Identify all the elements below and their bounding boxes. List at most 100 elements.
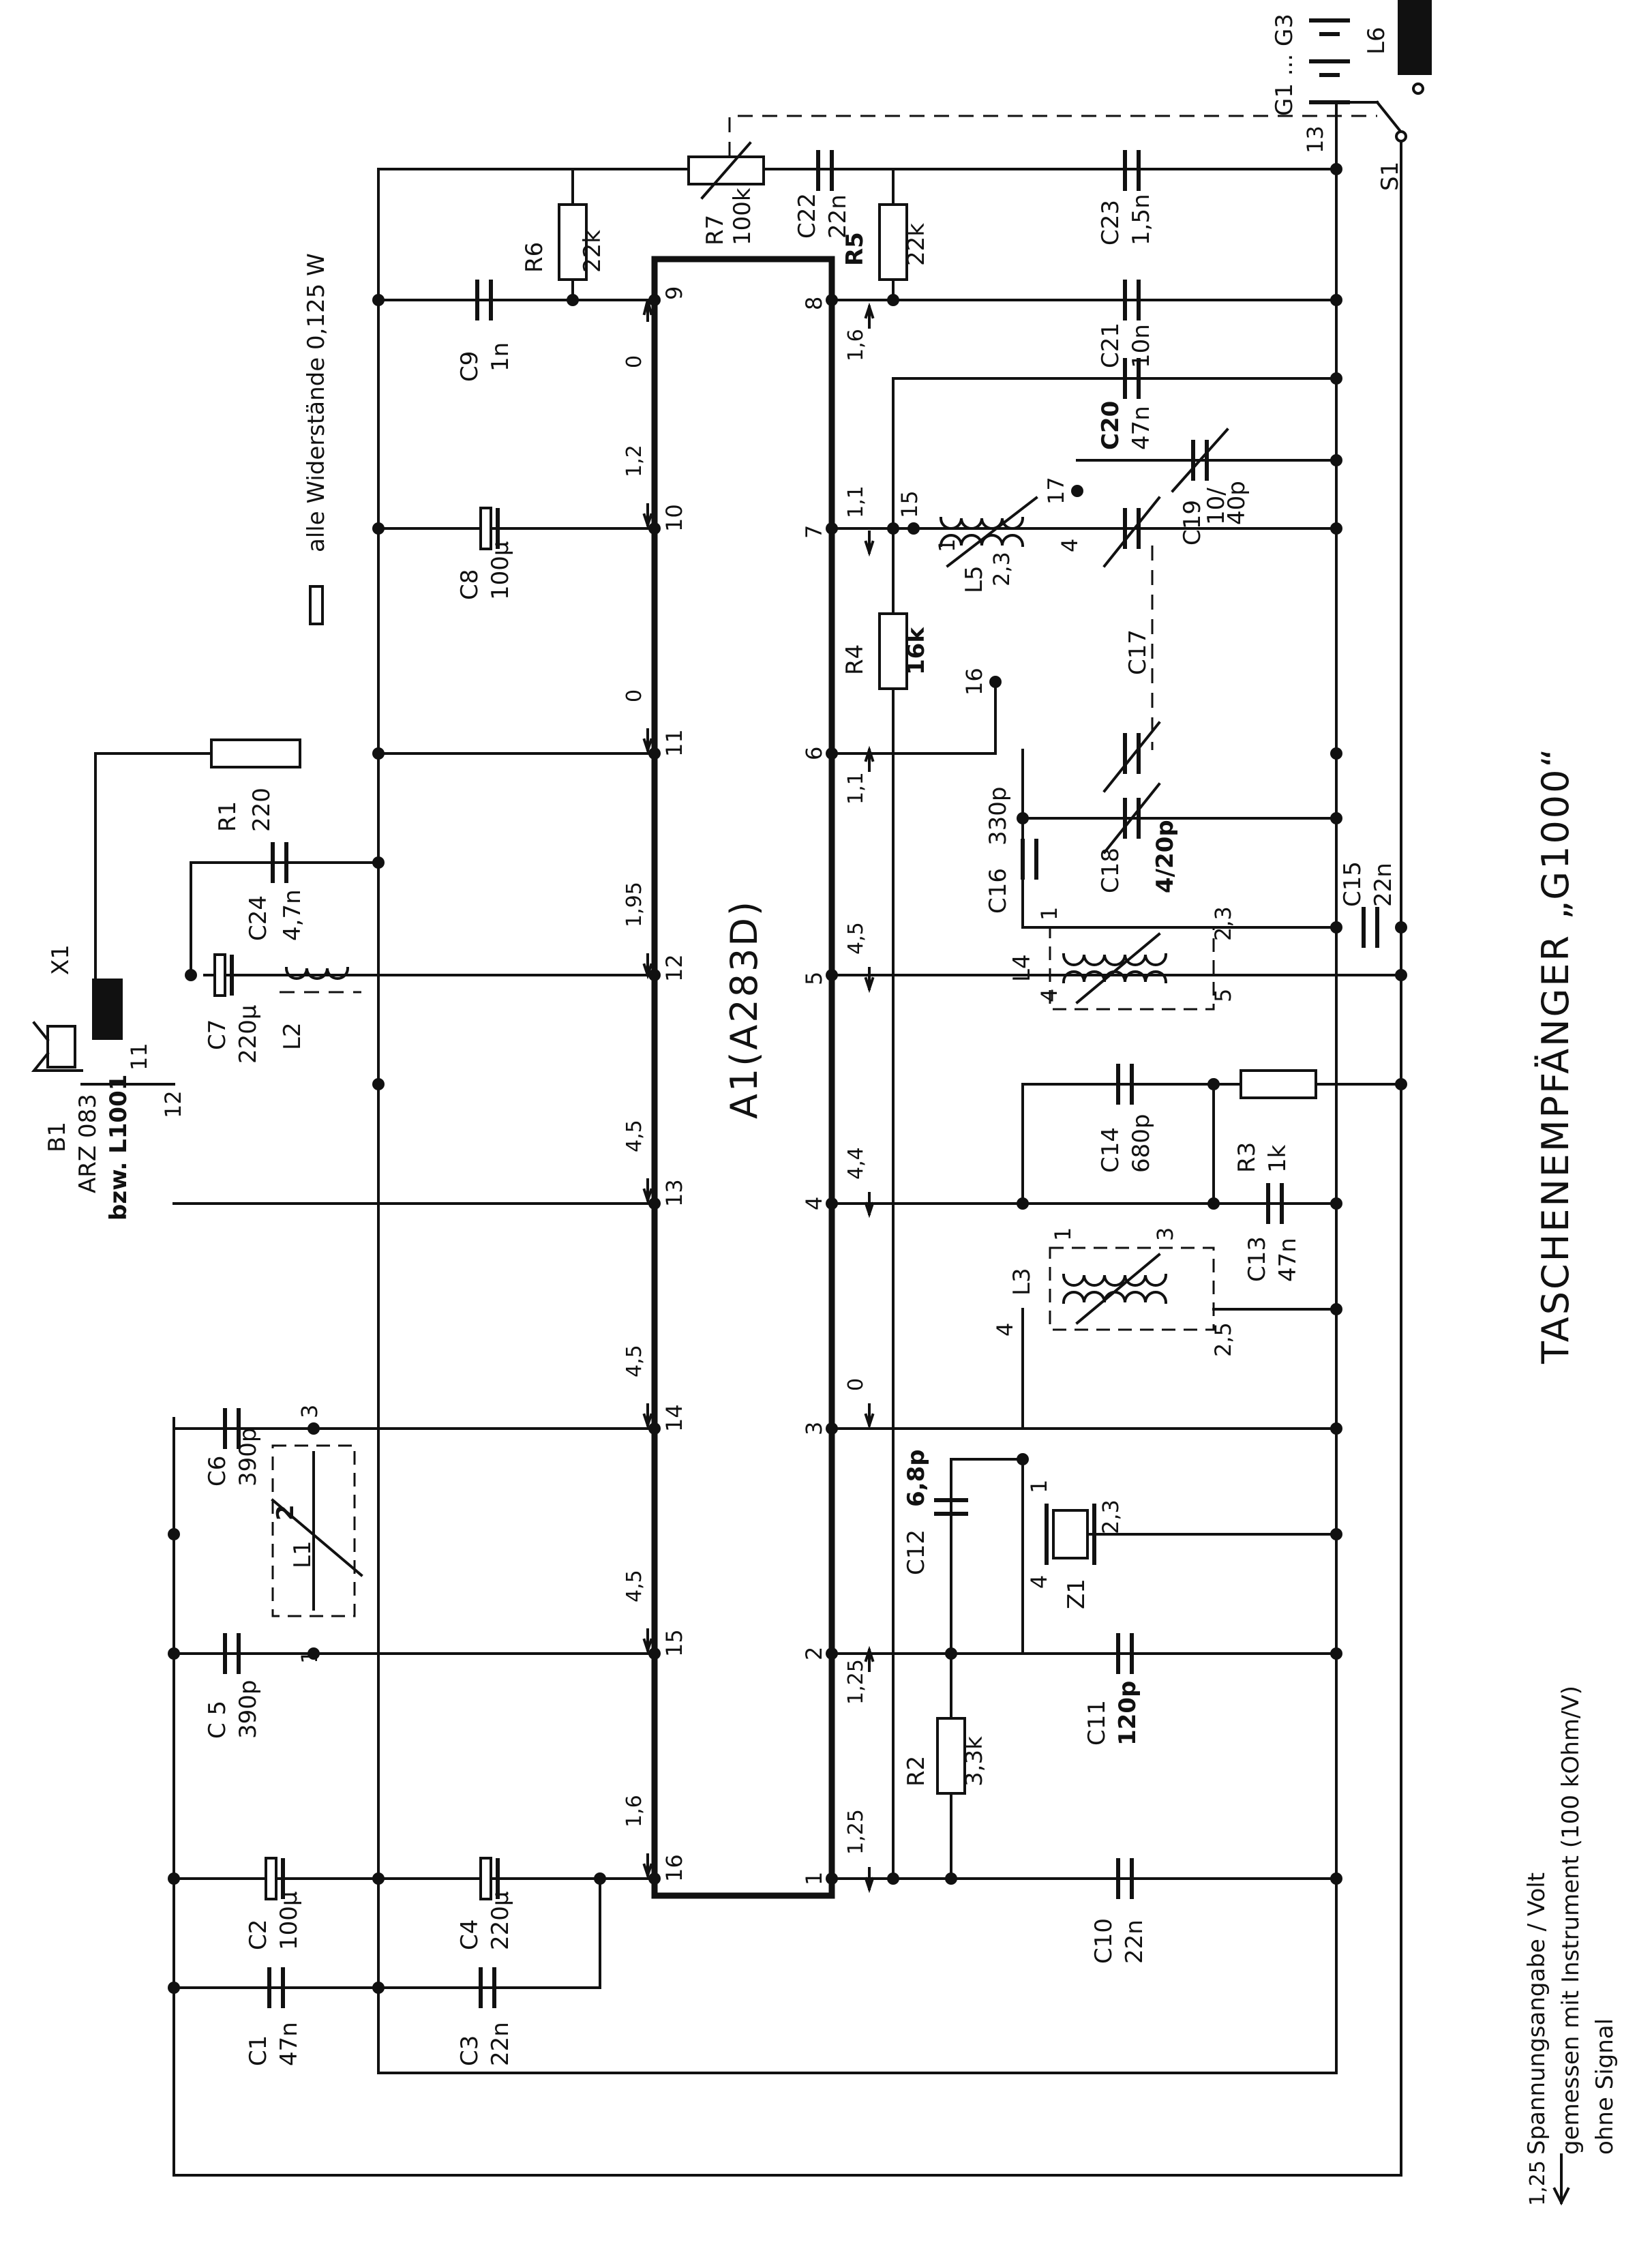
c23-capacitor: C23 1,5n xyxy=(1097,150,1155,245)
pin-13: 13 xyxy=(661,1179,687,1207)
c7-capacitor: C7 220µ xyxy=(204,953,262,1064)
c4-capacitor: C4 220µ xyxy=(456,1857,514,1950)
l3-inductor: L3 1 3 4 2,5 xyxy=(992,1227,1236,1357)
r6-ref: R6 xyxy=(521,242,548,273)
c8-value: 100µ xyxy=(487,541,514,600)
c20-ref: C20 xyxy=(1097,401,1124,450)
legend-example-value: 1,25 xyxy=(1526,2160,1550,2206)
r3-value: 1k xyxy=(1264,1144,1291,1173)
ic-label: A1(A283D) xyxy=(723,899,766,1119)
l1-inductor: L1 3 2 1 xyxy=(271,1405,363,1664)
c23-ref: C23 xyxy=(1097,200,1124,245)
c1-ref: C1 xyxy=(245,2035,272,2066)
pin-2: 2 xyxy=(801,1647,827,1660)
c12-ref: C12 xyxy=(903,1529,930,1575)
legend-line-1: Spannungsangabe / Volt xyxy=(1523,1872,1550,2155)
b1-type: ARZ 083 xyxy=(74,1094,102,1193)
pin-6: 6 xyxy=(801,747,827,760)
r3-ref: R3 xyxy=(1233,1142,1261,1173)
c9-ref: C9 xyxy=(456,351,483,382)
c13-capacitor: C13 47n xyxy=(1244,1183,1302,1282)
voltage-pin-12: 1,95 xyxy=(622,882,646,927)
c3-ref: C3 xyxy=(456,2035,483,2066)
c21-ref: C21 xyxy=(1097,323,1124,368)
pin-1: 1 xyxy=(801,1872,827,1885)
c17-ref: C17 xyxy=(1124,629,1152,675)
c6-ref: C6 xyxy=(204,1456,231,1487)
voltage-pin-9: 0 xyxy=(622,355,646,368)
l1-ref: L1 xyxy=(289,1540,316,1568)
pin-7: 7 xyxy=(801,525,827,539)
c5-capacitor: C 5 390p xyxy=(204,1633,262,1739)
voltage-pin-6: 1,1 xyxy=(844,772,868,805)
c4-value: 220µ xyxy=(487,1891,514,1950)
c6-capacitor: C6 390p xyxy=(204,1408,262,1487)
c18-value: 4/20p xyxy=(1152,820,1179,893)
voltage-pin-1: 1,25 xyxy=(844,1809,868,1855)
c9-capacitor: C9 1n xyxy=(456,280,514,382)
c10-value: 22n xyxy=(1121,1920,1148,1964)
l1-terminal-3: 3 xyxy=(297,1405,322,1418)
right-voltages: 1,6 1,1 1,1 4,5 4,4 0 1,25 1,25 xyxy=(844,329,868,1855)
pin-14: 14 xyxy=(661,1404,687,1432)
pin-16: 16 xyxy=(661,1854,687,1882)
pin-3: 3 xyxy=(801,1422,827,1435)
legend-line-2: gemessen mit Instrument (100 kOhm/V) xyxy=(1557,1686,1585,2155)
c10-capacitor: C10 22n xyxy=(1090,1858,1148,1964)
l3-terminal-25: 2,5 xyxy=(1210,1322,1236,1357)
l2-inductor: L2 xyxy=(279,966,361,1050)
ic-left-pin-numbers: 9 10 11 12 13 14 15 16 xyxy=(661,286,687,1882)
c11-capacitor: C11 120p xyxy=(1083,1633,1141,1746)
l3-terminal-3: 3 xyxy=(1152,1227,1178,1241)
r2-ref: R2 xyxy=(903,1756,930,1787)
c14-capacitor: C14 680p xyxy=(1097,1064,1155,1173)
c8-ref: C8 xyxy=(456,569,483,600)
r3-resistor: R3 1k xyxy=(1233,1069,1317,1173)
speaker-b1: B1 ARZ 083 bzw. L1001 11 12 xyxy=(31,1021,186,1221)
pin-4: 4 xyxy=(801,1197,827,1210)
voltage-pin-14: 4,5 xyxy=(622,1345,646,1377)
legend-line-3: ohne Signal xyxy=(1591,2018,1619,2155)
c2-ref: C2 xyxy=(245,1920,272,1950)
c22-capacitor: C22 22n xyxy=(794,150,852,239)
l3-ref: L3 xyxy=(1008,1268,1036,1296)
c16-value: 330p xyxy=(985,787,1012,846)
l5-terminal-1: 1 xyxy=(934,539,960,552)
c19-capacitor: C19 10/ 40p xyxy=(1171,428,1250,546)
voltage-pin-13: 4,5 xyxy=(622,1120,646,1152)
l5-inductor: L5 15 1 2,3 4 17 16 xyxy=(897,477,1083,696)
z1-ref: Z1 xyxy=(1063,1579,1090,1609)
z1-terminal-1: 1 xyxy=(1026,1480,1052,1493)
c5-ref: C 5 xyxy=(204,1701,231,1739)
l6-ref: L6 xyxy=(1363,27,1390,55)
l3-terminal-4: 4 xyxy=(992,1323,1018,1336)
c3-value: 22n xyxy=(487,2022,514,2066)
c11-ref: C11 xyxy=(1083,1700,1111,1746)
r1-ref: R1 xyxy=(214,801,241,832)
r6-resistor: R6 22k xyxy=(521,168,606,301)
voltage-pin-15: 4,5 xyxy=(622,1570,646,1602)
voltage-pin-16: 1,6 xyxy=(622,1795,646,1827)
c7-ref: C7 xyxy=(204,1019,231,1050)
c1-capacitor: C1 47n xyxy=(245,1967,303,2066)
r7-potentiometer: R7 100k xyxy=(687,115,1377,245)
c4-ref: C4 xyxy=(456,1920,483,1950)
b1-ref: B1 xyxy=(44,1122,71,1152)
r4-ref: R4 xyxy=(841,644,869,675)
left-voltages: 0 1,2 0 1,95 4,5 4,5 4,5 1,6 xyxy=(622,355,646,1827)
c9-value: 1n xyxy=(487,342,514,372)
c7-value: 220µ xyxy=(235,1004,262,1064)
c11-value: 120p xyxy=(1114,1681,1141,1746)
voltage-arrows xyxy=(642,299,875,1894)
c18-ref: C18 xyxy=(1097,848,1124,893)
c21-capacitor: C21 10n xyxy=(1097,280,1155,368)
c23-value: 1,5n xyxy=(1128,194,1155,245)
pin-5: 5 xyxy=(801,972,827,985)
voltage-pin-2: 1,25 xyxy=(844,1659,868,1705)
c15-ref: C15 xyxy=(1339,861,1366,907)
voltage-pin-8: 1,6 xyxy=(844,329,868,361)
c19-value-2: 40p xyxy=(1223,481,1250,525)
pin-12: 12 xyxy=(661,954,687,982)
pin-8: 8 xyxy=(801,297,827,310)
